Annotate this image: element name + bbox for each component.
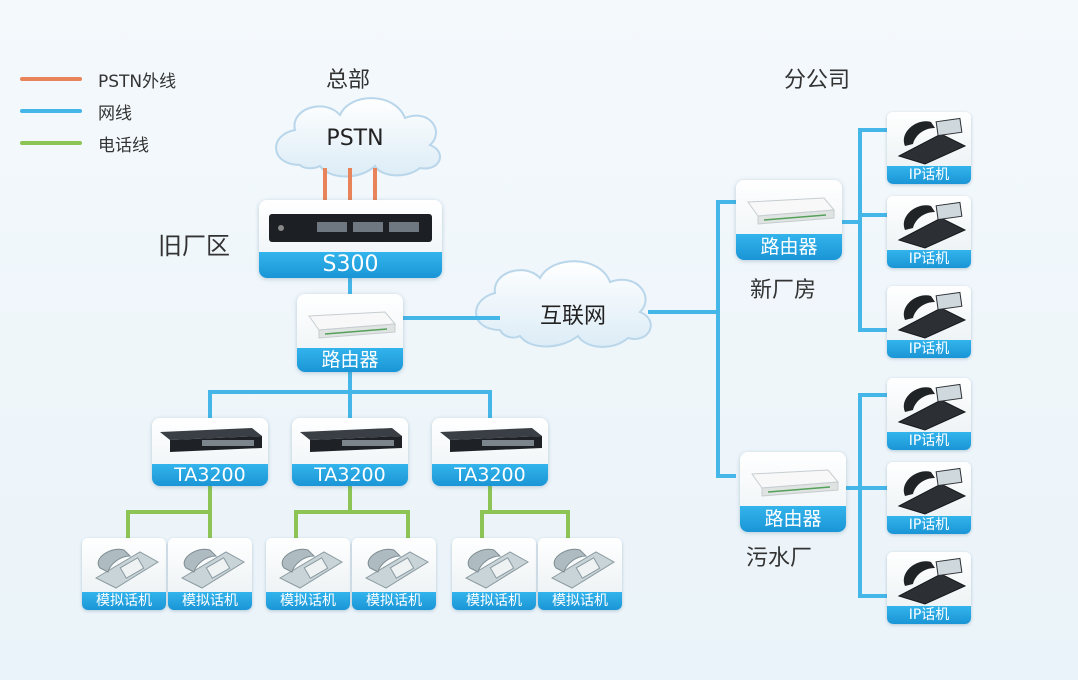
phone-lines bbox=[126, 486, 570, 538]
ip-phone-icon bbox=[897, 557, 967, 605]
ip-phone-image bbox=[887, 196, 971, 250]
headquarters-title: 总部 bbox=[326, 68, 371, 93]
analog-phone-image bbox=[168, 538, 252, 592]
hq-router-label: 路由器 bbox=[297, 348, 403, 372]
sewage-plant-router-label: 路由器 bbox=[740, 506, 846, 532]
gateway-image bbox=[152, 418, 268, 464]
pstn-cloud-icon bbox=[275, 97, 442, 178]
ip-phone[interactable]: IP话机 bbox=[887, 462, 971, 534]
legend-swatch-pstn bbox=[20, 77, 82, 81]
analog-phone[interactable]: 模拟话机 bbox=[538, 538, 622, 610]
ip-phone-image bbox=[887, 552, 971, 606]
ip-phone-icon bbox=[897, 383, 967, 431]
sewage-plant-router[interactable]: 路由器 bbox=[740, 452, 846, 532]
s300-ippbx[interactable]: S300 bbox=[259, 200, 442, 278]
pstn-cloud-label: PSTN bbox=[326, 126, 384, 151]
hq-router[interactable]: 路由器 bbox=[297, 294, 403, 372]
analog-phone-icon bbox=[550, 548, 615, 589]
gateway-image bbox=[292, 418, 408, 464]
router-icon bbox=[308, 311, 397, 339]
new-plant-router[interactable]: 路由器 bbox=[736, 180, 842, 260]
ta3200-gateway[interactable]: TA3200 bbox=[432, 418, 548, 486]
ta3200-gateway[interactable]: TA3200 bbox=[292, 418, 408, 486]
ip-phone[interactable]: IP话机 bbox=[887, 286, 971, 358]
ta3200-label: TA3200 bbox=[432, 464, 548, 486]
analog-phone-label: 模拟话机 bbox=[352, 592, 436, 610]
ip-phone-label: IP话机 bbox=[887, 432, 971, 450]
ip-phone-label: IP话机 bbox=[887, 606, 971, 624]
ip-phone-icon bbox=[897, 201, 967, 249]
analog-phone-image bbox=[538, 538, 622, 592]
gateway-icon bbox=[300, 428, 402, 452]
analog-phone[interactable]: 模拟话机 bbox=[452, 538, 536, 610]
legend-swatch-phone bbox=[20, 141, 82, 145]
analog-phone[interactable]: 模拟话机 bbox=[266, 538, 350, 610]
ip-phone-icon bbox=[897, 467, 967, 515]
ip-phone[interactable]: IP话机 bbox=[887, 378, 971, 450]
analog-phone[interactable]: 模拟话机 bbox=[82, 538, 166, 610]
ip-phone-image bbox=[887, 286, 971, 340]
network-lines bbox=[208, 128, 887, 598]
rack-device-icon bbox=[269, 214, 432, 242]
new-plant-label: 新厂房 bbox=[750, 278, 817, 303]
ip-phone-icon bbox=[897, 291, 967, 339]
legend-item-phone: 电话线 bbox=[20, 132, 149, 156]
router-icon bbox=[751, 469, 840, 497]
internet-cloud-label: 互联网 bbox=[539, 304, 606, 329]
analog-phone[interactable]: 模拟话机 bbox=[168, 538, 252, 610]
legend-item-network: 网线 bbox=[20, 100, 132, 124]
s300-label: S300 bbox=[259, 252, 442, 278]
ip-phone-image bbox=[887, 378, 971, 432]
ta3200-label: TA3200 bbox=[292, 464, 408, 486]
router-image bbox=[740, 452, 846, 506]
gateway-icon bbox=[160, 428, 262, 452]
analog-phone-label: 模拟话机 bbox=[538, 592, 622, 610]
ip-phone[interactable]: IP话机 bbox=[887, 112, 971, 184]
analog-phone-icon bbox=[464, 548, 529, 589]
new-plant-router-label: 路由器 bbox=[736, 234, 842, 260]
analog-phone[interactable]: 模拟话机 bbox=[352, 538, 436, 610]
analog-phone-image bbox=[266, 538, 350, 592]
ta3200-gateway[interactable]: TA3200 bbox=[152, 418, 268, 486]
legend-label-network: 网线 bbox=[98, 103, 132, 124]
ip-phone[interactable]: IP话机 bbox=[887, 196, 971, 268]
ta3200-label: TA3200 bbox=[152, 464, 268, 486]
internet-cloud-icon bbox=[475, 260, 652, 348]
legend-swatch-network bbox=[20, 109, 82, 113]
router-image bbox=[297, 294, 403, 348]
analog-phone-label: 模拟话机 bbox=[168, 592, 252, 610]
branch-title: 分公司 bbox=[784, 68, 851, 93]
ip-phone-label: IP话机 bbox=[887, 516, 971, 534]
legend-item-pstn: PSTN外线 bbox=[20, 68, 177, 92]
ip-phone-image bbox=[887, 112, 971, 166]
pstn-trunk-lines bbox=[323, 168, 377, 200]
router-image bbox=[736, 180, 842, 234]
analog-phone-image bbox=[452, 538, 536, 592]
analog-phone-icon bbox=[278, 548, 343, 589]
legend-label-phone: 电话线 bbox=[98, 135, 149, 156]
analog-phone-icon bbox=[180, 548, 245, 589]
analog-phone-label: 模拟话机 bbox=[452, 592, 536, 610]
ip-phone[interactable]: IP话机 bbox=[887, 552, 971, 624]
analog-phone-icon bbox=[94, 548, 159, 589]
gateway-image bbox=[432, 418, 548, 464]
analog-phone-image bbox=[352, 538, 436, 592]
analog-phone-label: 模拟话机 bbox=[266, 592, 350, 610]
legend-label-pstn: PSTN外线 bbox=[98, 71, 177, 92]
ip-phone-label: IP话机 bbox=[887, 166, 971, 184]
ip-phone-label: IP话机 bbox=[887, 340, 971, 358]
ip-phone-image bbox=[887, 462, 971, 516]
sewage-plant-label: 污水厂 bbox=[746, 546, 813, 571]
router-icon bbox=[747, 197, 836, 225]
s300-image bbox=[259, 200, 442, 252]
analog-phone-icon bbox=[364, 548, 429, 589]
analog-phone-label: 模拟话机 bbox=[82, 592, 166, 610]
gateway-icon bbox=[440, 428, 542, 452]
old-plant-label: 旧厂区 bbox=[158, 232, 230, 260]
ip-phone-label: IP话机 bbox=[887, 250, 971, 268]
ip-phone-icon bbox=[897, 117, 967, 165]
analog-phone-image bbox=[82, 538, 166, 592]
